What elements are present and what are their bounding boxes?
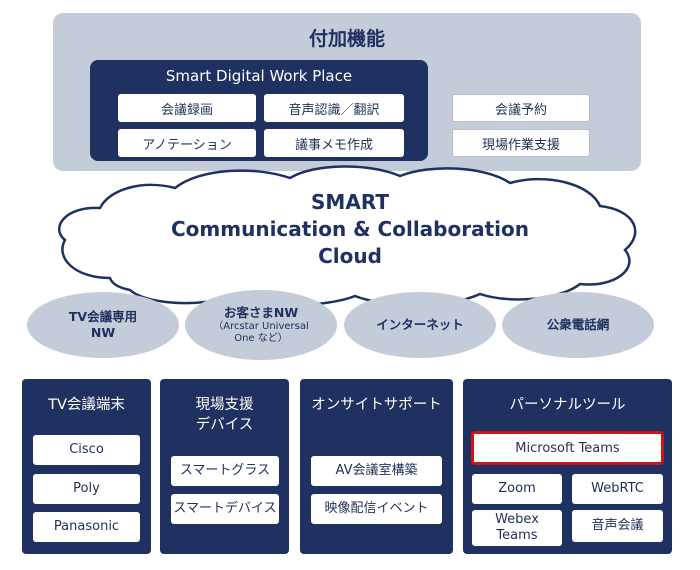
network-internet: インターネット (344, 292, 496, 358)
cloud-label: SMART Communication & Collaboration Clou… (120, 186, 580, 272)
network-pstn-label: 公衆電話網 (546, 317, 610, 332)
field-item-smart-devices: スマートデバイス (171, 494, 279, 524)
addons-title: 付加機能 (308, 27, 385, 50)
network-tv-label-2: NW (90, 325, 116, 340)
tv-item-panasonic: Panasonic (33, 512, 140, 542)
feature-annotation: アノテーション (118, 129, 256, 157)
network-customer: お客さまNW （Arcstar Universal One など） (185, 290, 337, 360)
network-internet-label: インターネット (376, 317, 464, 332)
network-customer-label: お客さまNW (223, 305, 299, 320)
column-onsite-title: オンサイトサポート (311, 397, 442, 413)
personal-item-zoom: Zoom (472, 474, 562, 504)
tv-item-poly: Poly (33, 474, 140, 504)
cloud-line-3: Cloud (318, 243, 382, 268)
network-pstn: 公衆電話網 (502, 292, 654, 358)
field-item-smart-glasses: スマートグラス (171, 456, 279, 486)
feature-field-work-support: 現場作業支援 (452, 129, 590, 157)
feature-meeting-reservation: 会議予約 (452, 94, 590, 122)
onsite-item-video-event: 映像配信イベント (311, 494, 442, 524)
network-tv-dedicated: TV会議専用 NW (27, 292, 179, 358)
feature-minutes: 議事メモ作成 (264, 129, 404, 157)
network-customer-sub: （Arcstar Universal One など） (213, 321, 309, 344)
network-tv-label-1: TV会議専用 (68, 309, 138, 324)
column-tv-title: TV会議端末 (48, 397, 125, 413)
personal-item-webex-teams: Webex Teams (472, 510, 562, 546)
column-personal-title: パーソナルツール (509, 397, 626, 413)
personal-item-audio-conference: 音声会議 (572, 510, 663, 542)
column-field-title-1: 現場支援 (195, 397, 254, 413)
cloud-line-1: SMART (311, 189, 389, 214)
cloud-line-2: Communication & Collaboration (171, 216, 529, 241)
personal-item-microsoft-teams: Microsoft Teams (471, 431, 664, 465)
feature-speech-recognition: 音声認識／翻訳 (264, 94, 404, 122)
feature-meeting-recording: 会議録画 (118, 94, 256, 122)
column-field-title: 現場支援 デバイス (160, 393, 289, 437)
tv-item-cisco: Cisco (33, 435, 140, 465)
personal-item-webrtc: WebRTC (572, 474, 663, 504)
sdwp-title: Smart Digital Work Place (165, 67, 353, 85)
column-field-title-2: デバイス (195, 417, 254, 433)
onsite-item-av-room: AV会議室構築 (311, 456, 442, 486)
